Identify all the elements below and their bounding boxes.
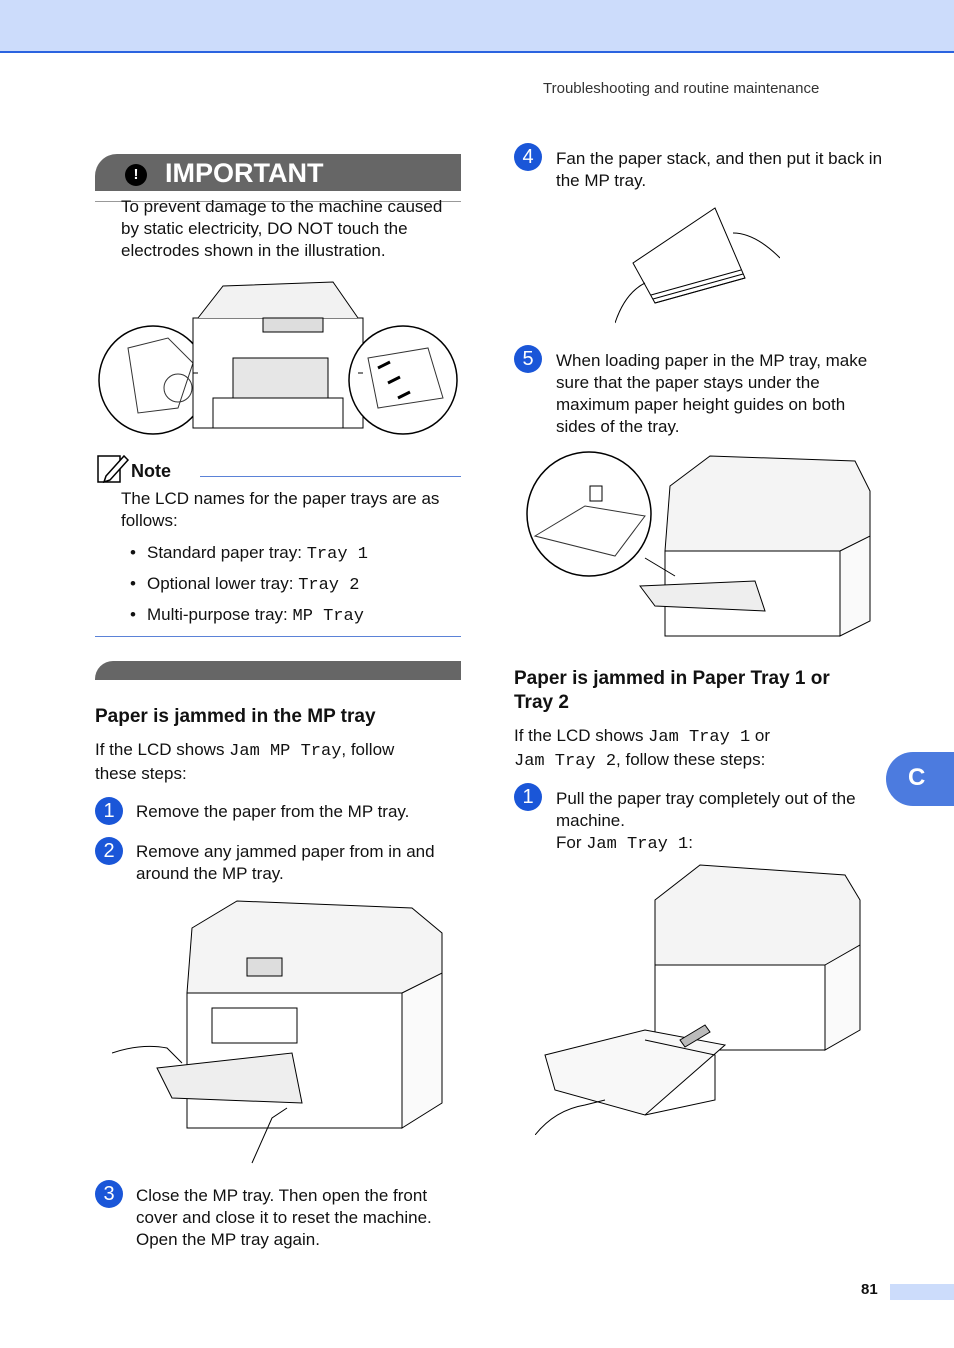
step-text-5: When loading paper in the MP tray, make …: [556, 351, 868, 436]
important-banner: [95, 154, 461, 191]
exclamation-icon: !: [125, 164, 147, 186]
mp-heading: Paper is jammed in the MP tray: [95, 706, 376, 727]
note-intro: The LCD names for the paper trays are as…: [121, 489, 440, 530]
page-number: 81: [861, 1281, 878, 1298]
step-number-1: 1: [95, 797, 123, 825]
pull-tray-illustration: [535, 864, 861, 1135]
tray-heading: Paper is jammed in Paper Tray 1 or Tray …: [514, 668, 830, 713]
step-number-3: 3: [95, 1180, 123, 1208]
mp-tray-jam-illustration: [112, 900, 443, 1164]
important-text: To prevent damage to the machine caused …: [121, 197, 443, 260]
note-item-1: Standard paper tray: Tray 1: [130, 542, 368, 566]
important-title: IMPORTANT: [165, 158, 324, 188]
note-end-divider: [95, 636, 461, 637]
tray-step-number-1: 1: [514, 783, 542, 811]
step-text-3: Close the MP tray. Then open the front c…: [136, 1186, 432, 1249]
top-band: [0, 0, 954, 53]
pencil-note-icon: [97, 454, 130, 484]
step-text-2: Remove any jammed paper from in and arou…: [136, 842, 435, 883]
electrodes-illustration: [98, 281, 458, 435]
running-header: Troubleshooting and routine maintenance: [543, 80, 820, 97]
note-item-2: Optional lower tray: Tray 2: [130, 573, 359, 597]
step-number-4: 4: [514, 143, 542, 171]
mp-tray-guides-illustration: [526, 451, 871, 637]
note-title: Note: [131, 461, 171, 481]
tray-step-text-1: Pull the paper tray completely out of th…: [556, 789, 856, 854]
step-number-2: 2: [95, 837, 123, 865]
page-number-bar: [890, 1284, 954, 1300]
step-number-5: 5: [514, 345, 542, 373]
step-text-4: Fan the paper stack, and then put it bac…: [556, 149, 883, 190]
note-item-3: Multi-purpose tray: MP Tray: [130, 604, 364, 628]
section-bar: [95, 661, 461, 680]
chapter-tab: C: [886, 752, 954, 806]
step-text-1: Remove the paper from the MP tray.: [136, 802, 410, 821]
mp-intro: If the LCD shows Jam MP Tray, follow the…: [95, 740, 395, 783]
fan-paper-illustration: [615, 207, 780, 324]
note-divider: [200, 476, 461, 477]
important-divider: [95, 201, 461, 202]
